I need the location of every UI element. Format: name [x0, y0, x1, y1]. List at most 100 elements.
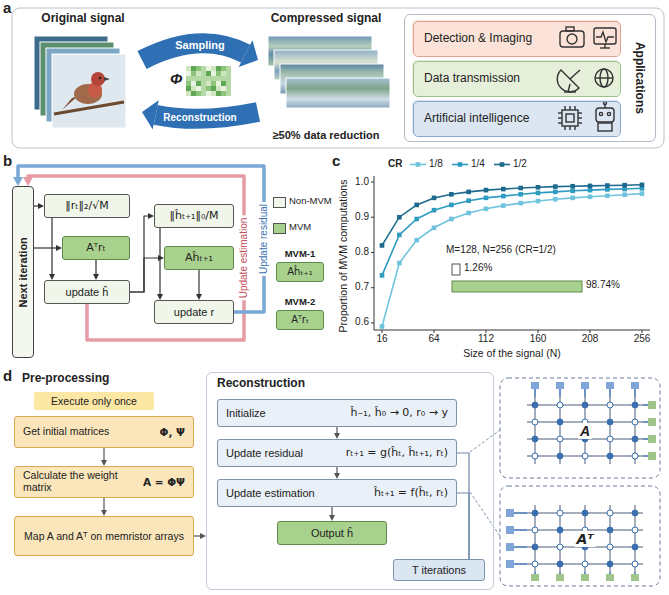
sampling-matrix [211, 66, 216, 71]
memristor-cell [607, 510, 613, 516]
data-marker [449, 203, 454, 208]
tick-label: 0.7 [355, 281, 369, 293]
node-text: Update residual [226, 447, 303, 459]
application-icons [566, 27, 574, 31]
legend-text: 1/2 [513, 158, 527, 170]
output-cell [648, 418, 656, 426]
input-cell [581, 382, 589, 389]
sampling-matrix [216, 81, 221, 86]
data-marker [570, 196, 575, 201]
data-marker [570, 189, 575, 194]
input-wire [514, 546, 527, 548]
tick-label: 1.0 [355, 176, 369, 188]
sampling-matrix [226, 91, 231, 96]
tick-label: 0.9 [355, 211, 369, 223]
node-text: Original signal [41, 12, 124, 26]
chart-tick [590, 330, 591, 333]
sampling-matrix [206, 81, 211, 86]
leader-lines [470, 430, 500, 452]
input-cell [556, 382, 564, 389]
application-icons [569, 126, 570, 130]
tick-label: 0.8 [355, 246, 369, 258]
sampling-matrix [221, 66, 226, 71]
data-marker [380, 243, 385, 248]
data-marker [397, 233, 402, 238]
axis-title: Proportion of MVM computations [337, 180, 349, 333]
data-marker [622, 192, 627, 197]
edge-label: Update residual [258, 202, 270, 276]
node-text: Applications [632, 42, 646, 114]
connector [51, 218, 52, 274]
memristor-cell [532, 436, 538, 442]
array-frame [500, 378, 660, 478]
chart-tick [486, 330, 487, 333]
edge-label: Reconstruction [163, 112, 236, 124]
sampling-matrix [201, 66, 206, 71]
sampling-matrix [226, 76, 231, 81]
original-images [99, 77, 101, 79]
sampling-matrix [211, 91, 216, 96]
legend-sample [458, 162, 463, 167]
memristor-cell [607, 436, 613, 442]
memristor-cell [532, 561, 538, 567]
memristor-cell [557, 436, 563, 442]
process-box: ‖rₜ‖₂/√M [44, 194, 130, 218]
panel-letter: b [3, 152, 12, 169]
node-text: Aĥₜ₊₁ [287, 266, 312, 278]
data-marker [484, 196, 489, 201]
memristor-cell [582, 453, 588, 459]
edge-label: Update estimation [238, 216, 250, 301]
data-marker [518, 201, 523, 206]
memristor-cell [632, 510, 638, 516]
chart-tick [538, 330, 539, 333]
tick-label: 160 [530, 333, 547, 345]
mvm-box: Aĥₜ₊₁ [164, 246, 234, 270]
array-frame [500, 486, 660, 586]
sampling-matrix [201, 76, 206, 81]
application-icons [607, 112, 610, 115]
tick-label: 64 [428, 333, 439, 345]
memristor-cell [632, 544, 638, 550]
axis-title: Size of the signal (N) [463, 347, 560, 359]
memristor-cell [632, 527, 638, 533]
matrix-label: A [578, 422, 592, 438]
legend-text: 1/4 [471, 158, 485, 170]
sampling-matrix [206, 71, 211, 76]
node-text: ‖ĥₜ₊₁‖₀/M [169, 210, 218, 223]
sampling-matrix [191, 91, 196, 96]
sampling-matrix [196, 66, 201, 71]
memristor-cell [557, 419, 563, 425]
application-icons [569, 106, 570, 110]
memristor-cell [632, 561, 638, 567]
memristor-cell [607, 527, 613, 533]
output-cell [556, 574, 564, 581]
legend-sample [500, 162, 505, 167]
tick-label: 0.6 [355, 316, 369, 328]
node-text: ĥₜ₊₁ = f(ĥₜ, rₜ) [374, 487, 448, 500]
memristor-cell [557, 510, 563, 516]
sampling-matrix [221, 76, 226, 81]
connector [198, 270, 199, 294]
memristor-cell [607, 453, 613, 459]
sampling-matrix [206, 91, 211, 96]
panel-letter: c [332, 152, 340, 169]
input-cell [506, 543, 514, 551]
node-text: Aᵀrₜ [86, 242, 106, 255]
input-wire [584, 389, 586, 397]
application-icons [564, 126, 565, 130]
node-text: Φ, Ψ [160, 426, 186, 438]
node-text: update ĥ [66, 286, 109, 299]
connector [336, 467, 337, 473]
input-cell [506, 509, 514, 517]
data-marker [553, 184, 558, 189]
application-icons [562, 110, 578, 126]
node-text: Get initial matrices [23, 426, 109, 438]
legend-title: CR [388, 158, 402, 170]
node-text: MVM-2 [285, 297, 316, 308]
memristor-cell [532, 544, 538, 550]
matrix-label: Aᵀ [575, 530, 596, 546]
chart-axis [374, 330, 650, 331]
data-marker [553, 190, 558, 195]
compressed-strips [286, 78, 390, 108]
